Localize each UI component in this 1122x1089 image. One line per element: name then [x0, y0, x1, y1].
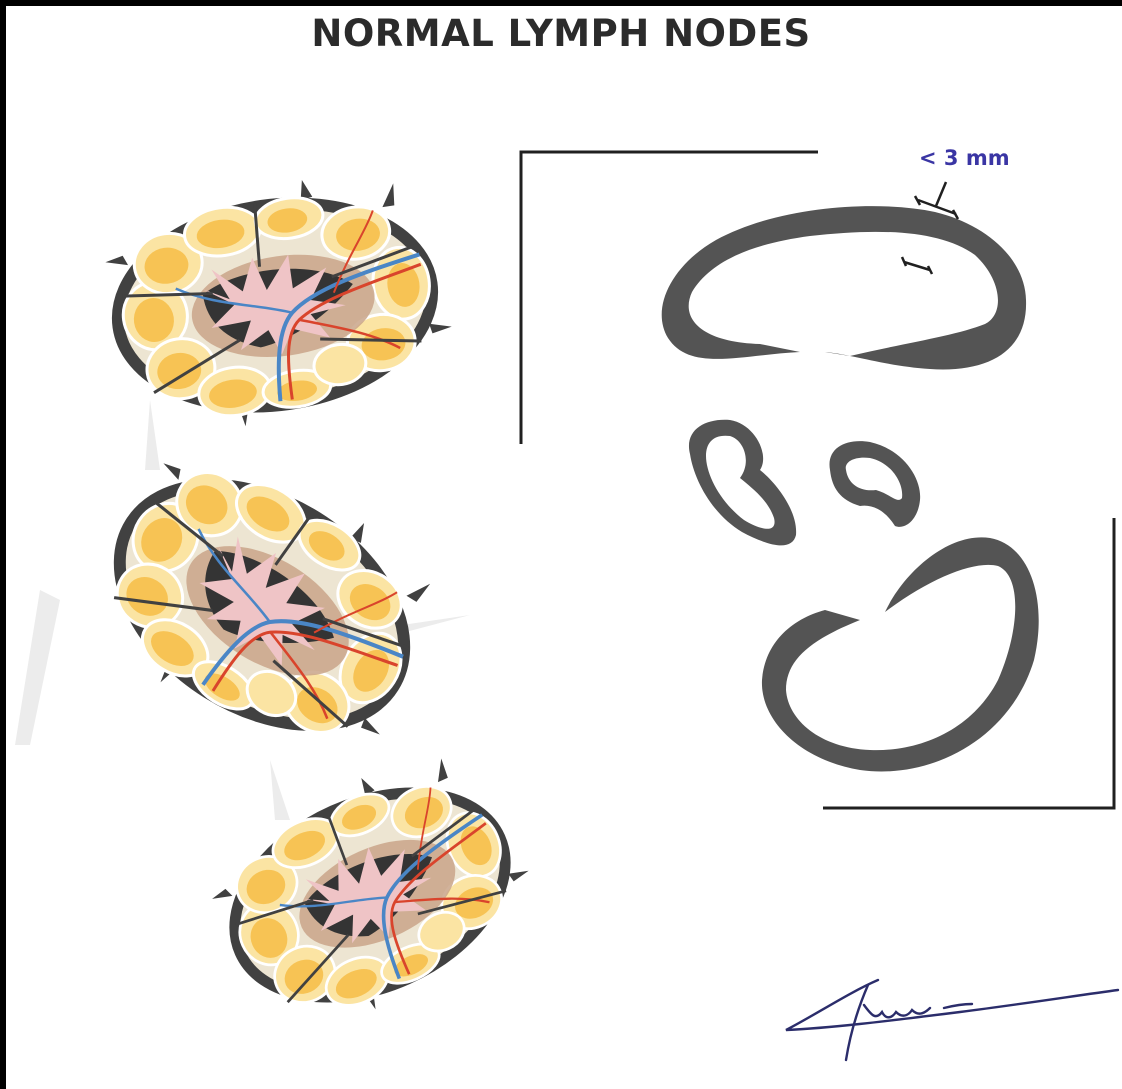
node-outlines	[662, 206, 1039, 771]
measurement-label: < 3 mm	[919, 146, 1010, 170]
lymph-node-section-1	[98, 162, 462, 442]
frame-corners	[521, 152, 1114, 808]
large-node-outline	[662, 206, 1026, 369]
small-node-outline-1	[689, 420, 796, 546]
small-node-outline-2	[829, 441, 920, 527]
lymph-node-section-3	[192, 731, 555, 1052]
bottom-node-outline	[762, 537, 1039, 771]
artist-signature	[786, 980, 1118, 1060]
lymph-node-section-2	[64, 416, 470, 796]
